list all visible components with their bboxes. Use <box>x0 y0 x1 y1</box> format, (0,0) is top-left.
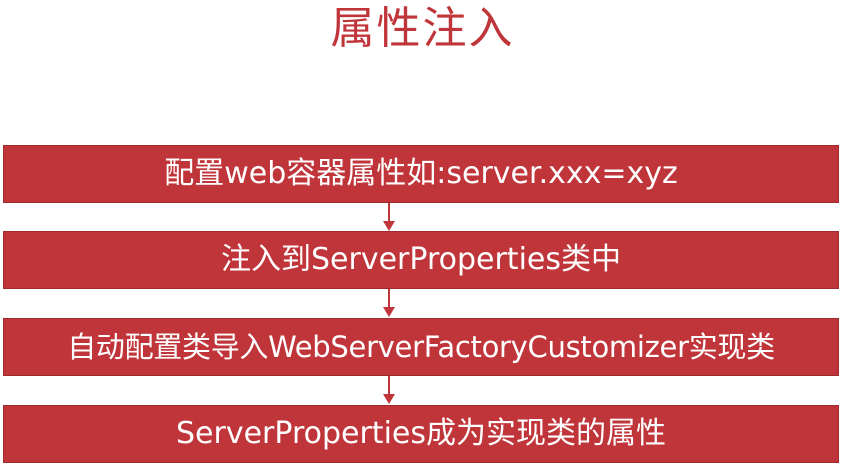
flow-step-4: ServerProperties成为实现类的属性 <box>3 405 839 463</box>
down-arrow-icon <box>383 203 395 231</box>
flow-step-1: 配置web容器属性如:server.xxx=xyz <box>3 145 839 203</box>
down-arrow-icon <box>383 376 395 404</box>
page-title: 属性注入 <box>330 3 515 54</box>
down-arrow-icon <box>383 289 395 317</box>
flow-step-2: 注入到ServerProperties类中 <box>3 231 839 289</box>
flow-step-3: 自动配置类导入WebServerFactoryCustomizer实现类 <box>3 318 839 376</box>
